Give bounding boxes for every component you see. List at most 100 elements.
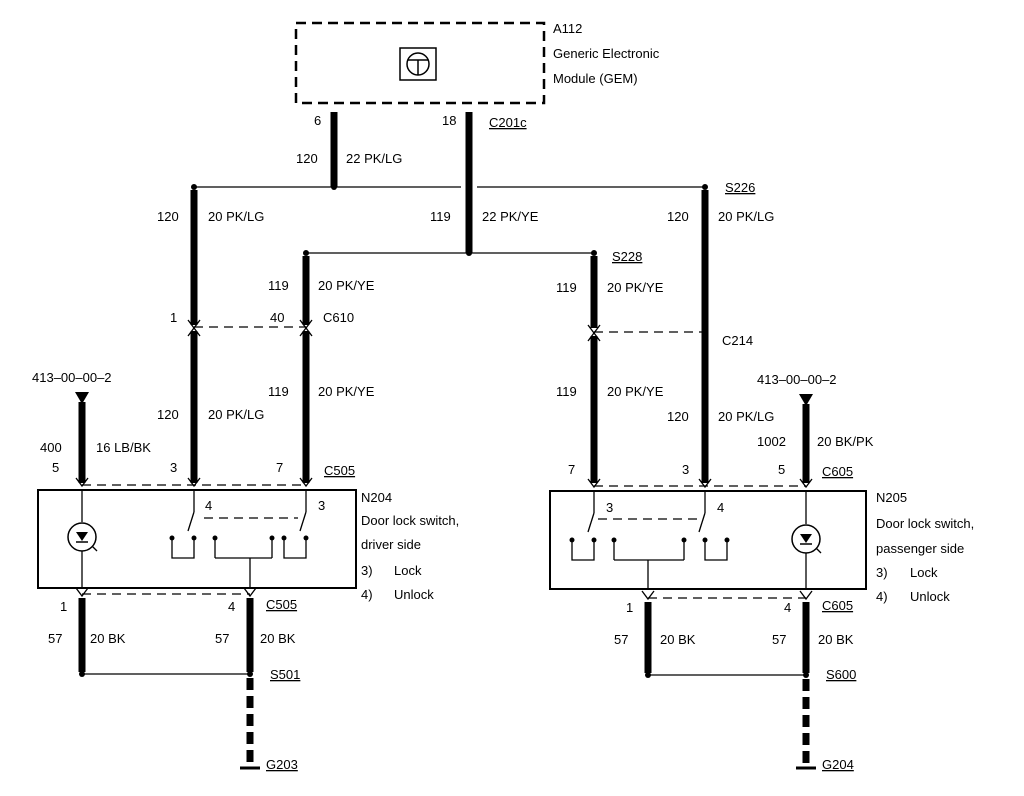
connector-pin <box>299 477 313 488</box>
ref-right-label: 413–00–00–2 <box>757 372 837 387</box>
pas-pin5: 5 <box>778 462 785 477</box>
splice-s228-label: S228 <box>612 249 642 264</box>
drv-pin7: 7 <box>276 460 283 475</box>
splice-s226-dot <box>702 184 708 190</box>
wire-pas-57b-circuit: 57 <box>772 632 786 647</box>
connector-pin <box>587 478 601 489</box>
wire-drv-400-circuit: 400 <box>40 440 62 455</box>
passenger-unlock-label: Unlock <box>910 589 950 604</box>
gem-pin-left: 6 <box>314 113 321 128</box>
junction-dot <box>191 184 197 190</box>
driver-switch-ref: N204 <box>361 490 392 505</box>
splice-s600-label: S600 <box>826 667 856 682</box>
ground-g204-label: G204 <box>822 757 854 772</box>
wire-pas-57a-desc: 20 BK <box>660 632 696 647</box>
driver-lock-label: Lock <box>394 563 422 578</box>
wire-gem-119-circuit: 119 <box>430 209 451 224</box>
connector-c605-bottom-label: C605 <box>822 598 853 613</box>
wire-drv-120b-circuit: 120 <box>157 407 179 422</box>
ref-right-arrow <box>799 394 813 406</box>
gem-ref: A112 <box>553 21 582 36</box>
driver-unlock-num: 4) <box>361 587 373 602</box>
gem-name-line2: Module (GEM) <box>553 71 638 86</box>
connector-pin <box>641 590 655 601</box>
driver-switch-box <box>37 489 357 589</box>
wire-drv-120-circuit: 120 <box>157 209 179 224</box>
wire-gem-120-circuit: 120 <box>296 151 318 166</box>
junction-dot <box>303 250 309 256</box>
wire-drv-57a-circuit: 57 <box>48 631 62 646</box>
driver-switch-line1: Door lock switch, <box>361 513 459 528</box>
wire-gem-120-desc: 22 PK/LG <box>346 151 402 166</box>
wire-drv-119-circuit: 119 <box>268 278 289 293</box>
pas-bottom-pin1: 1 <box>626 600 633 615</box>
drv-bottom-pin1: 1 <box>60 599 67 614</box>
wire-pas-119b-desc: 20 PK/YE <box>607 384 664 399</box>
connector-c605-top-label: C605 <box>822 464 853 479</box>
pas-inner4: 4 <box>717 500 724 515</box>
wire-drv-119-desc: 20 PK/YE <box>318 278 375 293</box>
splice-s501-dot <box>247 671 253 677</box>
drv-bottom-pin4: 4 <box>228 599 235 614</box>
wire-pas-119-desc: 20 PK/YE <box>607 280 664 295</box>
wire-gem-119-desc: 22 PK/YE <box>482 209 539 224</box>
ref-left-arrow <box>75 392 89 404</box>
wire-pas-1002-desc: 20 BK/PK <box>817 434 874 449</box>
wire-drv-57b-desc: 20 BK <box>260 631 296 646</box>
splice-s501-label: S501 <box>270 667 300 682</box>
wire-pas-120b-circuit: 120 <box>667 409 689 424</box>
passenger-switch-ref: N205 <box>876 490 907 505</box>
wire-drv-120b-desc: 20 PK/LG <box>208 407 264 422</box>
connector-pin <box>243 587 257 598</box>
pas-pin7: 7 <box>568 462 575 477</box>
connector-c610-pin40: 40 <box>270 310 284 325</box>
splice-s228-dot <box>591 250 597 256</box>
drv-inner3: 3 <box>318 498 325 513</box>
wire-pas-120-circuit: 120 <box>667 209 689 224</box>
gem-name-line1: Generic Electronic <box>553 46 660 61</box>
passenger-switch-line1: Door lock switch, <box>876 516 974 531</box>
drv-pin3: 3 <box>170 460 177 475</box>
pas-pin3: 3 <box>682 462 689 477</box>
drv-inner4: 4 <box>205 498 212 513</box>
junction-dot <box>331 184 337 190</box>
ref-left-label: 413–00–00–2 <box>32 370 112 385</box>
gem-connector-label: C201c <box>489 115 527 130</box>
wire-pas-1002-circuit: 1002 <box>757 434 786 449</box>
pas-bottom-pin4: 4 <box>784 600 791 615</box>
wire-pas-57a-circuit: 57 <box>614 632 628 647</box>
wire-pas-119-circuit: 119 <box>556 280 577 295</box>
passenger-unlock-num: 4) <box>876 589 888 604</box>
connector-pin <box>187 477 201 488</box>
connector-c610-pin1: 1 <box>170 310 177 325</box>
connector-c610-label: C610 <box>323 310 354 325</box>
steering-wheel-icon <box>399 47 437 81</box>
ground-g203-label: G203 <box>266 757 298 772</box>
passenger-lock-label: Lock <box>910 565 938 580</box>
pas-inner3: 3 <box>606 500 613 515</box>
connector-c610-pin <box>299 326 313 337</box>
driver-unlock-label: Unlock <box>394 587 434 602</box>
wire-pas-120b-desc: 20 PK/LG <box>718 409 774 424</box>
connector-pin <box>799 590 813 601</box>
junction-dot <box>645 672 651 678</box>
connector-pin <box>75 587 89 598</box>
passenger-switch-internals: 3 4 <box>569 491 822 589</box>
junction-dot <box>466 250 472 256</box>
wire-pas-119b-circuit: 119 <box>556 384 577 399</box>
driver-lock-num: 3) <box>361 563 373 578</box>
splice-s226-label: S226 <box>725 180 755 195</box>
connector-c505-top-label: C505 <box>324 463 355 478</box>
wire-pas-120-desc: 20 PK/LG <box>718 209 774 224</box>
gem-module-box <box>294 21 546 105</box>
wire-drv-57a-desc: 20 BK <box>90 631 126 646</box>
gem-pin-right: 18 <box>442 113 456 128</box>
gem-module: A112 Generic Electronic Module (GEM) 6 1… <box>294 21 660 130</box>
passenger-lock-num: 3) <box>876 565 888 580</box>
connector-c214-label: C214 <box>722 333 753 348</box>
junction-dot <box>79 671 85 677</box>
wire-pas-57b-desc: 20 BK <box>818 632 854 647</box>
wire-drv-400-desc: 16 LB/BK <box>96 440 151 455</box>
driver-switch-line2: driver side <box>361 537 421 552</box>
